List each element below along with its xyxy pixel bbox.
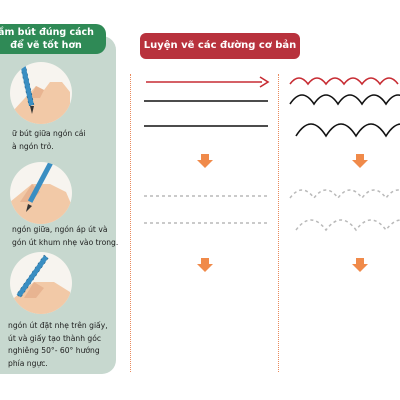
tip-3-line2: út và giấy tạo thành góc — [8, 333, 102, 343]
down-arrow-icon — [352, 154, 368, 168]
pen-grip-illustration-1 — [10, 62, 72, 124]
down-arrow-icon — [197, 154, 213, 168]
pen-grip-guide-title: ầm bút đúng cách để vẽ tốt hơn — [0, 24, 106, 54]
guide-title-line1: ầm bút đúng cách — [0, 27, 94, 38]
hand-holding-pen-icon — [14, 254, 72, 314]
practice-banner: Luyện vẽ các đường cơ bản — [140, 33, 300, 59]
guide-title-line2: để vẽ tốt hơn — [10, 40, 82, 51]
curved-lines-practice — [289, 77, 400, 138]
tip-2: ngón giữa, ngón áp út và gón út khum nhẹ… — [12, 224, 124, 249]
dashed-arcs-1 — [289, 189, 400, 200]
dotted-guide-middle — [278, 74, 279, 372]
red-small-arcs — [289, 77, 399, 86]
black-medium-arcs — [289, 94, 400, 106]
tip-2-line1: ngón giữa, ngón áp út và — [12, 225, 108, 234]
dashed-curved-lines — [289, 189, 400, 232]
tip-1-line1: ữ bút giữa ngón cái — [12, 129, 86, 138]
tip-2-line2: gón út khum nhẹ vào trong. — [12, 237, 119, 247]
hand-holding-pen-icon — [12, 62, 70, 124]
pen-grip-illustration-3 — [10, 252, 72, 314]
dotted-guide-left — [130, 74, 131, 372]
hand-holding-pen-icon — [10, 162, 72, 224]
tip-3-line4: phía ngực. — [8, 358, 48, 368]
tip-3-line3: nghiêng 50°- 60° hướng — [8, 346, 100, 355]
straight-lines-practice — [144, 76, 270, 127]
dashed-straight-lines — [144, 195, 270, 224]
tip-1: ữ bút giữa ngón cái à ngón trỏ. — [12, 128, 124, 153]
down-arrow-icon — [197, 258, 213, 272]
pen-grip-illustration-2 — [10, 162, 72, 224]
tip-3-line1: ngón út đặt nhẹ trên giấy, — [8, 321, 108, 330]
black-large-arcs — [295, 123, 400, 138]
dashed-arcs-2 — [295, 219, 400, 232]
tip-1-line2: à ngón trỏ. — [12, 141, 54, 151]
down-arrow-icon — [352, 258, 368, 272]
red-arrowhead — [259, 76, 270, 88]
tip-3: ngón út đặt nhẹ trên giấy, út và giấy tạ… — [8, 320, 120, 370]
